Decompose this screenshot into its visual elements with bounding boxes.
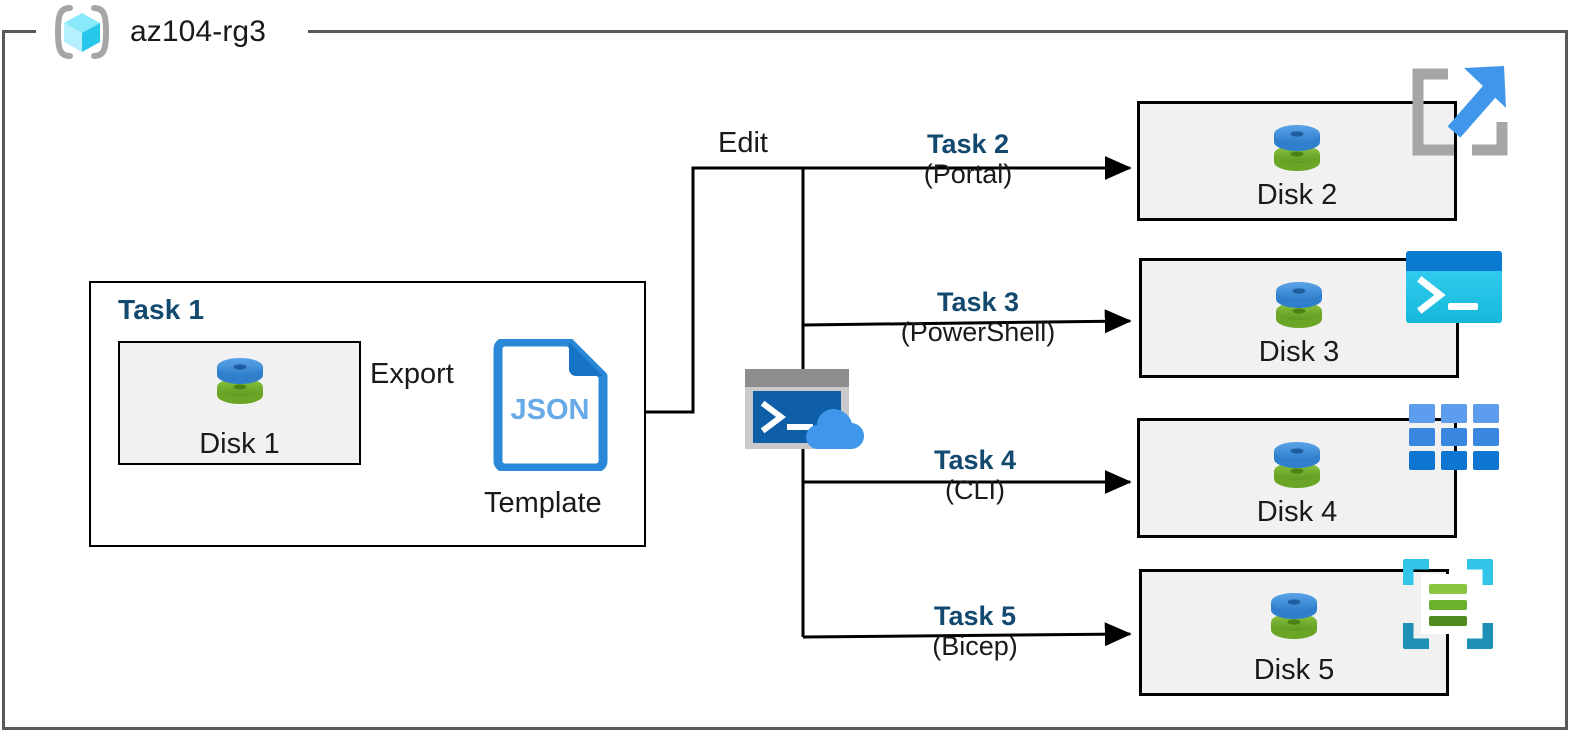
task3-name: Task 3 xyxy=(936,287,1020,317)
disk4-caption: Disk 4 xyxy=(1256,496,1338,528)
powershell-icon xyxy=(1406,251,1502,323)
disk2-box: Disk 2 xyxy=(1137,101,1457,221)
task2-label: Task 2 (Portal) xyxy=(924,130,1013,192)
disk1-caption: Disk 1 xyxy=(199,428,280,460)
azure-portal-icon xyxy=(1408,62,1512,166)
connector-task3 xyxy=(802,309,1132,334)
disk3-caption: Disk 3 xyxy=(1258,336,1340,368)
task2-name: Task 2 xyxy=(926,129,1010,159)
disk3-box: Disk 3 xyxy=(1139,258,1459,378)
disk1-box: Disk 1 xyxy=(118,341,361,465)
disk-icon xyxy=(120,351,359,413)
task4-label: Task 4 (CLI) xyxy=(934,446,1016,508)
bicep-icon xyxy=(1400,556,1496,652)
disk-icon xyxy=(1140,435,1454,497)
disk-icon xyxy=(1140,118,1454,180)
task1-label: Task 1 xyxy=(118,294,205,325)
connector-task5 xyxy=(802,622,1132,647)
edit-label: Edit xyxy=(718,127,768,159)
disk5-caption: Disk 5 xyxy=(1253,654,1335,686)
disk-icon xyxy=(1142,586,1446,648)
resource-group-icon xyxy=(48,5,116,59)
task3-method: (PowerShell) xyxy=(900,317,1056,348)
json-file-icon: JSON xyxy=(491,337,610,473)
task4-name: Task 4 xyxy=(933,445,1017,475)
cloud-shell-icon xyxy=(743,367,865,451)
task3-label: Task 3 (PowerShell) xyxy=(901,288,1056,350)
disk-icon xyxy=(1142,275,1456,337)
template-caption: Template xyxy=(484,487,602,519)
task2-method: (Portal) xyxy=(923,159,1013,190)
resource-group-title: az104-rg3 xyxy=(48,0,266,64)
task5-method: (Bicep) xyxy=(932,631,1018,662)
resource-group-name: az104-rg3 xyxy=(130,15,266,48)
disk5-box: Disk 5 xyxy=(1139,569,1449,696)
json-file-type: JSON xyxy=(511,394,590,426)
task4-method: (CLI) xyxy=(945,475,1005,506)
disk4-box: Disk 4 xyxy=(1137,418,1457,538)
resource-group-frame xyxy=(2,30,1568,730)
connector-template-to-edit xyxy=(646,166,803,414)
azure-cli-icon xyxy=(1409,404,1499,470)
task5-label: Task 5 (Bicep) xyxy=(932,602,1018,664)
disk2-caption: Disk 2 xyxy=(1256,179,1338,211)
export-label: Export xyxy=(370,358,454,390)
task5-name: Task 5 xyxy=(933,601,1017,631)
